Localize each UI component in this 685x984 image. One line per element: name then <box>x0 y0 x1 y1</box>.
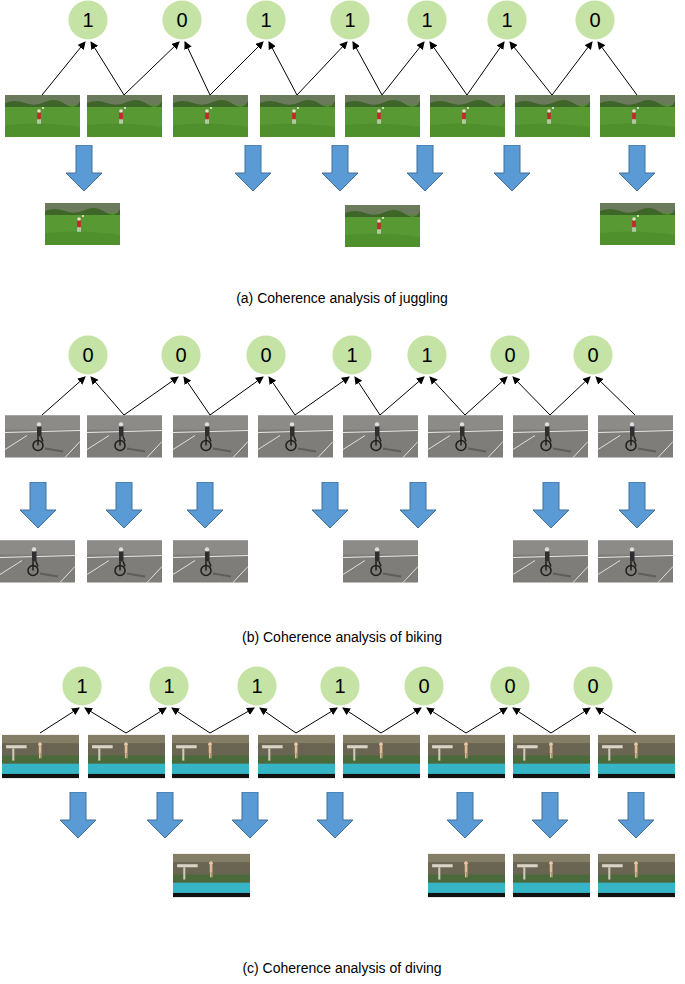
coherence-circle: 1 <box>320 666 360 706</box>
down-arrows <box>60 792 654 838</box>
leader-lines <box>42 42 637 95</box>
panel-caption: (a) Coherence analysis of juggling <box>236 290 448 307</box>
frame-row <box>5 95 675 137</box>
coherence-value: 1 <box>76 676 87 696</box>
coherence-value: 0 <box>589 10 600 30</box>
coherence-circle: 1 <box>407 335 447 375</box>
selected-frames <box>45 203 675 247</box>
selected-frames <box>173 854 675 897</box>
coherence-circle: 1 <box>237 666 277 706</box>
coherence-value: 1 <box>251 676 262 696</box>
leader-lines <box>42 377 635 415</box>
coherence-circle: 0 <box>246 335 286 375</box>
coherence-circle: 1 <box>407 0 447 40</box>
coherence-circle: 0 <box>573 666 613 706</box>
coherence-value: 1 <box>82 10 93 30</box>
coherence-value: 1 <box>344 10 355 30</box>
coherence-circle: 1 <box>68 0 108 40</box>
coherence-value: 1 <box>260 10 271 30</box>
coherence-value: 0 <box>504 345 515 365</box>
coherence-circle: 0 <box>573 335 613 375</box>
coherence-value: 1 <box>334 676 345 696</box>
frame-row <box>5 416 673 458</box>
panel-caption: (c) Coherence analysis of diving <box>242 960 441 977</box>
coherence-value: 1 <box>346 345 357 365</box>
coherence-circle: 0 <box>404 666 444 706</box>
coherence-circle: 1 <box>149 666 189 706</box>
coherence-circle: 0 <box>162 0 202 40</box>
coherence-circle: 0 <box>68 335 108 375</box>
coherence-value: 0 <box>504 676 515 696</box>
selected-frames <box>0 541 673 583</box>
coherence-value: 1 <box>501 10 512 30</box>
panel-caption: (b) Coherence analysis of biking <box>242 629 442 646</box>
coherence-value: 0 <box>175 345 186 365</box>
frame-row <box>2 735 675 778</box>
down-arrows <box>20 482 655 528</box>
down-arrows <box>66 145 655 191</box>
coherence-circle: 0 <box>575 0 615 40</box>
coherence-circle: 0 <box>490 335 530 375</box>
coherence-circle: 1 <box>332 335 372 375</box>
coherence-circle: 1 <box>62 666 102 706</box>
coherence-circle: 1 <box>487 0 527 40</box>
coherence-value: 0 <box>418 676 429 696</box>
coherence-value: 0 <box>176 10 187 30</box>
coherence-value: 1 <box>421 345 432 365</box>
coherence-value: 1 <box>163 676 174 696</box>
coherence-circle: 1 <box>246 0 286 40</box>
coherence-value: 0 <box>82 345 93 365</box>
coherence-circle: 0 <box>490 666 530 706</box>
coherence-value: 0 <box>587 345 598 365</box>
coherence-circle: 1 <box>330 0 370 40</box>
coherence-value: 1 <box>421 10 432 30</box>
coherence-circle: 0 <box>161 335 201 375</box>
coherence-value: 0 <box>587 676 598 696</box>
coherence-value: 0 <box>260 345 271 365</box>
leader-lines <box>40 708 636 733</box>
